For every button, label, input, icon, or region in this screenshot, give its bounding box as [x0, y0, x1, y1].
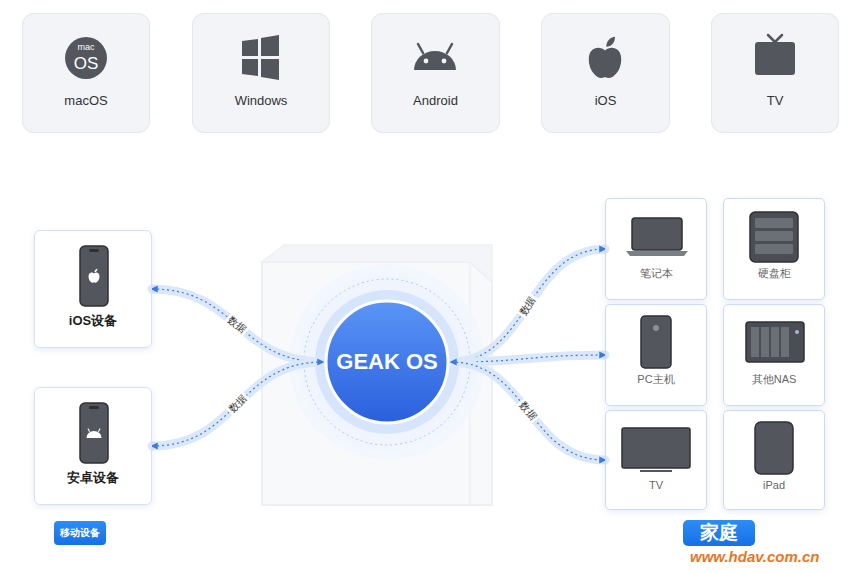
laptop-icon	[626, 218, 688, 256]
device-card: 其他NAS	[723, 304, 825, 406]
flow-line	[451, 249, 605, 362]
node-text: iPad	[763, 479, 785, 491]
node-text: 笔记本	[640, 266, 673, 281]
flow-band	[451, 362, 605, 460]
pc-tower-icon	[641, 316, 671, 368]
platform-tile: TV	[711, 13, 839, 133]
device-card: 硬盘柜	[723, 198, 825, 300]
group-badge: 家庭	[683, 520, 755, 546]
hub-ring	[315, 290, 459, 434]
node-text: iOS设备	[69, 312, 117, 330]
node-text: GEAK OS	[336, 349, 437, 375]
device-illustration	[262, 245, 492, 505]
node-text: TV	[767, 93, 784, 108]
data-flow	[152, 289, 323, 362]
node-text: TV	[649, 479, 663, 491]
device-card: iPad	[723, 410, 825, 510]
flow-band	[451, 249, 605, 362]
windows-icon	[242, 35, 279, 80]
device-card: 笔记本	[605, 198, 707, 300]
data-flow	[451, 249, 605, 362]
device-card: PC主机	[605, 304, 707, 406]
nas-icon	[746, 322, 804, 362]
node-text: Windows	[235, 93, 288, 108]
flow-line	[152, 289, 323, 362]
flow-line	[451, 362, 605, 460]
flow-line	[152, 362, 323, 446]
flow-band	[152, 362, 323, 446]
node-text: PC主机	[637, 372, 674, 387]
android-icon	[414, 44, 456, 70]
platform-tile: iOS	[541, 13, 670, 133]
disk-cabinet-icon	[750, 212, 798, 262]
tv-icon	[755, 35, 795, 75]
android-phone-icon	[80, 403, 108, 463]
node-text: Android	[413, 93, 458, 108]
tv-set-icon	[622, 428, 690, 472]
node-text: 移动设备	[60, 526, 100, 540]
platform-tile: Android	[371, 13, 500, 133]
platform-tile: Windows	[192, 13, 330, 133]
macos-icon	[65, 37, 107, 79]
platform-tile: macOS	[22, 13, 150, 133]
data-flow	[451, 362, 605, 460]
ipad-icon	[755, 422, 793, 474]
node-text: 家庭	[700, 520, 738, 546]
device-card: iOS设备	[34, 230, 152, 348]
node-text: 硬盘柜	[758, 266, 791, 281]
group-badge: 移动设备	[54, 521, 106, 545]
edge-label: 数据	[516, 292, 539, 319]
card-ground	[34, 198, 825, 510]
watermark: www.hdav.com.cn	[690, 549, 819, 564]
node-text: macOS	[64, 93, 107, 108]
hub-circle: GEAK OS	[323, 298, 451, 426]
flow-band	[152, 289, 323, 362]
node-text: 其他NAS	[752, 372, 797, 387]
icon-text: OS	[74, 55, 99, 72]
node-text: 安卓设备	[67, 469, 119, 487]
tile-ground	[22, 13, 839, 133]
iphone-icon	[80, 246, 108, 306]
data-flow	[152, 362, 323, 446]
icon-text: mac	[77, 43, 94, 52]
apple-icon	[589, 37, 622, 78]
node-text: iOS	[595, 93, 617, 108]
device-card: 安卓设备	[34, 387, 152, 505]
device-card: TV	[605, 410, 707, 510]
hub-ring	[304, 279, 470, 445]
